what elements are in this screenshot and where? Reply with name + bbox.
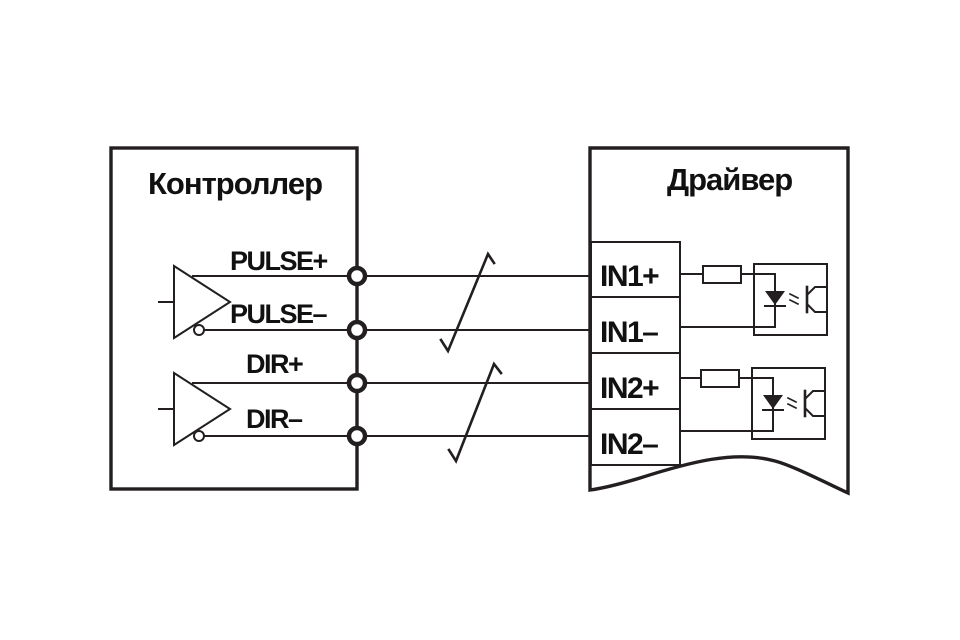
input-terminal-block xyxy=(590,241,681,466)
signal-label-dir-minus: DIR– xyxy=(246,404,303,434)
twisted-pair-pulse-icon xyxy=(439,251,496,354)
resistor-2-icon xyxy=(679,369,774,388)
input-label-in2-minus: IN2– xyxy=(600,428,658,461)
input-label-in2-plus: IN2+ xyxy=(600,372,659,405)
signal-label-dir-plus: DIR+ xyxy=(246,349,303,379)
twisted-pair-dir-icon xyxy=(447,361,503,464)
terminal-pulse-minus xyxy=(346,319,368,341)
input-label-in1-minus: IN1– xyxy=(600,316,658,349)
driver-box xyxy=(588,146,850,496)
terminal-pulse-plus xyxy=(346,265,368,287)
optocoupler-1-icon xyxy=(753,263,828,336)
resistor-1-icon xyxy=(679,265,776,284)
controller-box xyxy=(109,146,359,491)
input-label-in1-plus: IN1+ xyxy=(600,260,659,293)
line-driver-dir-icon xyxy=(158,371,232,447)
line-driver-pulse-icon xyxy=(158,264,232,340)
signal-label-pulse-minus: PULSE– xyxy=(230,299,328,329)
optocoupler-2-icon xyxy=(751,367,826,440)
terminal-dir-plus xyxy=(346,372,368,394)
terminal-dir-minus xyxy=(346,425,368,447)
driver-title: Драйвер xyxy=(667,162,792,197)
signal-label-pulse-plus: PULSE+ xyxy=(230,246,328,276)
controller-title: Контроллер xyxy=(148,166,322,201)
